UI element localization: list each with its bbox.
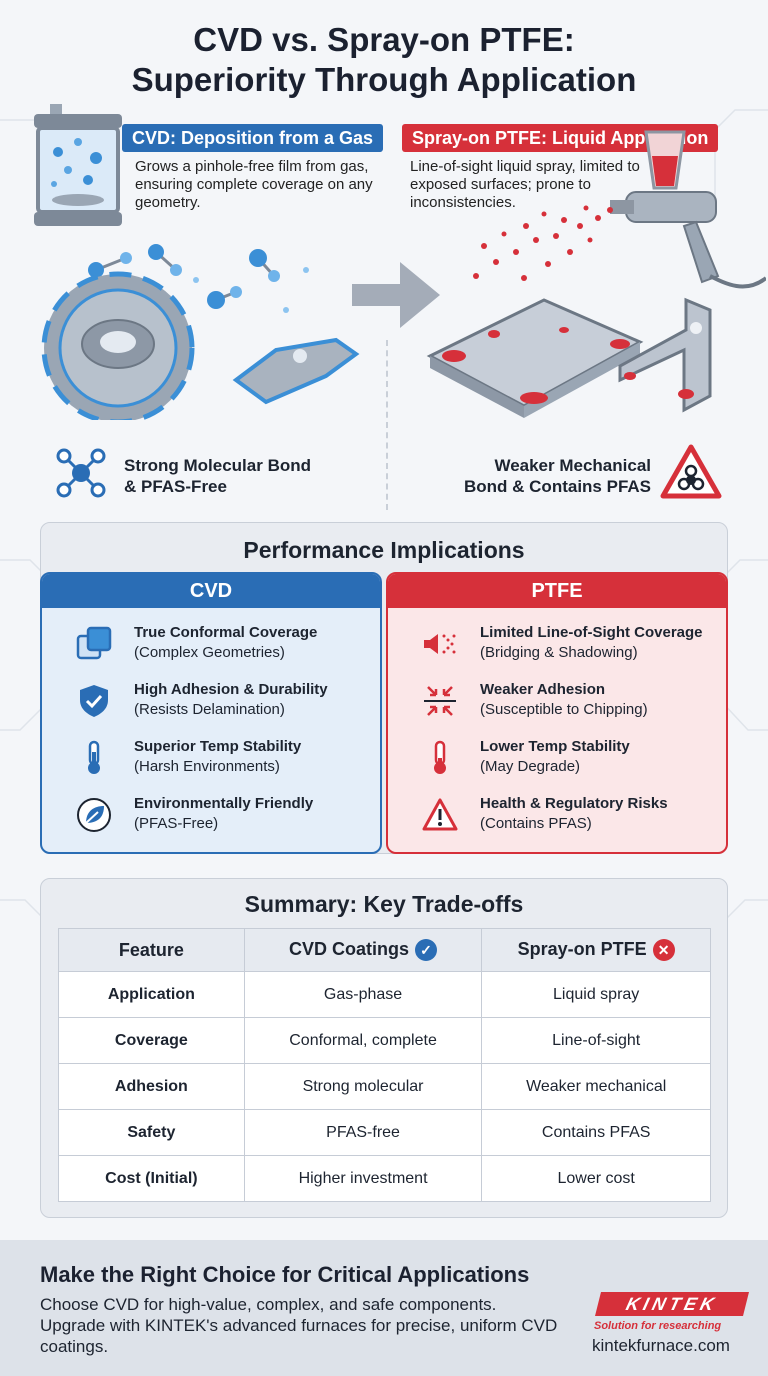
table-row: Cost (Initial) Higher investment Lower c… [58,1155,711,1202]
cvd-tag: CVD: Deposition from a Gas [122,124,384,152]
website-link[interactable]: kintekfurnace.com [592,1336,730,1355]
table-cell-cvd: Gas-phase [243,971,483,1018]
table-header-row: Feature CVD Coatings✓ Spray-on PTFE✕ [58,928,711,972]
cvd-performance-column: CVD True Conformal Coverage (Complex Geo… [40,572,382,854]
biohazard-warning-icon [660,444,722,499]
table-row: Coverage Conformal, complete Line-of-sig… [58,1017,711,1064]
table-cell-feature: Safety [58,1109,245,1156]
spray-droplets [473,205,613,281]
table-cell-feature: Application [58,971,245,1018]
cvd-bond-label: Strong Molecular Bond & PFAS-Free [124,455,311,497]
footer-title: Make the Right Choice for Critical Appli… [40,1262,530,1287]
table-cell-ptfe: Line-of-sight [481,1017,711,1064]
ptfe-item-detail: (Contains PFAS) [480,815,592,832]
thermometer-icon [434,740,446,774]
cvd-description: Grows a pinhole-free film from gas, ensu… [135,158,373,211]
ptfe-item-title: Lower Temp Stability [480,738,630,755]
ptfe-bond-label: Weaker Mechanical Bond & Contains PFAS [458,455,651,497]
table-cell-feature: Adhesion [58,1063,245,1110]
shield-check-icon [80,685,108,717]
ptfe-item: Limited Line-of-Sight Coverage (Bridging… [388,622,726,672]
header-cvd-label: CVD Coatings [289,938,410,959]
page-title: CVD vs. Spray-on PTFE: Superiority Throu… [0,20,768,100]
cvd-item-title: True Conformal Coverage [134,624,318,641]
ptfe-item: Lower Temp Stability (May Degrade) [388,736,726,786]
table-cell-cvd: Higher investment [243,1155,483,1202]
cvd-item: Superior Temp Stability (Harsh Environme… [42,736,380,786]
table-cell-cvd: Strong molecular [243,1063,483,1110]
ptfe-column-header: PTFE [388,574,726,608]
ptfe-item: Health & Regulatory Risks (Contains PFAS… [388,793,726,843]
spray-icon [424,634,456,654]
center-divider [386,340,388,510]
ptfe-item: Weaker Adhesion (Susceptible to Chipping… [388,679,726,729]
header-ptfe: Spray-on PTFE✕ [481,928,711,972]
ptfe-item-detail: (Bridging & Shadowing) [480,644,638,661]
cvd-item-detail: (PFAS-Free) [134,815,219,832]
ptfe-item-title: Health & Regulatory Risks [480,795,668,812]
ptfe-performance-column: PTFE Limited Line-of-Sight Coverage (Bri… [386,572,728,854]
ptfe-item-title: Weaker Adhesion [480,681,606,698]
footer: Make the Right Choice for Critical Appli… [0,1240,768,1376]
cvd-chamber-illustration [34,104,122,226]
cvd-item-title: Superior Temp Stability [134,738,302,755]
header-cvd: CVD Coatings✓ [243,928,483,972]
cvd-item-detail: (Harsh Environments) [134,758,280,775]
table-cell-cvd: Conformal, complete [243,1017,483,1064]
ptfe-bond-line-2: Bond & Contains PFAS [464,477,651,496]
header-ptfe-label: Spray-on PTFE [517,938,647,959]
thermometer-icon [88,740,100,774]
title-line-2: Superiority Through Application [131,61,637,98]
table-row: Adhesion Strong molecular Weaker mechani… [58,1063,711,1110]
table-cell-ptfe: Lower cost [481,1155,711,1202]
cvd-bond-line-1: Strong Molecular Bond [124,456,311,475]
cvd-item-title: Environmentally Friendly [134,795,314,812]
footer-text: Choose CVD for high-value, complex, and … [40,1295,558,1356]
ptfe-item-detail: (Susceptible to Chipping) [480,701,648,718]
warning-icon [422,798,458,831]
cvd-item-detail: (Resists Delamination) [134,701,285,718]
check-icon: ✓ [415,939,438,962]
kintek-slogan: Solution for researching [594,1320,722,1332]
layers-icon [76,626,112,660]
cvd-item: True Conformal Coverage (Complex Geometr… [42,622,380,672]
header-feature: Feature [58,928,245,972]
ptfe-bond-line-1: Weaker Mechanical [494,456,651,475]
performance-title: Performance Implications [243,537,525,563]
table-cell-cvd: PFAS-free [243,1109,483,1156]
table-cell-ptfe: Weaker mechanical [481,1063,711,1110]
cvd-column-header: CVD [42,574,380,608]
cvd-gear-molecules-illustration [41,244,360,420]
table-cell-feature: Coverage [58,1017,245,1064]
title-line-1: CVD vs. Spray-on PTFE: [193,21,575,58]
leaf-icon [77,798,111,832]
table-row: Application Gas-phase Liquid spray [58,971,711,1018]
ptfe-plate-bracket-illustration [426,297,712,418]
ptfe-description: Line-of-sight liquid spray, limited to e… [410,158,640,211]
summary-title: Summary: Key Trade-offs [244,891,524,917]
cvd-bond-line-2: & PFAS-Free [124,477,227,496]
spray-gun-illustration [610,130,766,289]
table-cell-ptfe: Contains PFAS [481,1109,711,1156]
cvd-item: High Adhesion & Durability (Resists Dela… [42,679,380,729]
close-icon: ✕ [652,939,675,962]
cvd-item-title: High Adhesion & Durability [134,681,328,698]
ptfe-item-title: Limited Line-of-Sight Coverage [480,624,703,641]
molecule-icon [56,448,106,498]
tradeoffs-table: Feature CVD Coatings✓ Spray-on PTFE✕ App… [58,928,711,1202]
table-row: Safety PFAS-free Contains PFAS [58,1109,711,1156]
arrows-in-icon [424,686,456,716]
cvd-item-detail: (Complex Geometries) [134,644,285,661]
arrow-right-icon [352,262,440,328]
cvd-item: Environmentally Friendly (PFAS-Free) [42,793,380,843]
ptfe-item-detail: (May Degrade) [480,758,581,775]
table-cell-feature: Cost (Initial) [58,1155,245,1202]
kintek-logo: KINTEK [595,1292,749,1316]
table-cell-ptfe: Liquid spray [481,971,711,1018]
